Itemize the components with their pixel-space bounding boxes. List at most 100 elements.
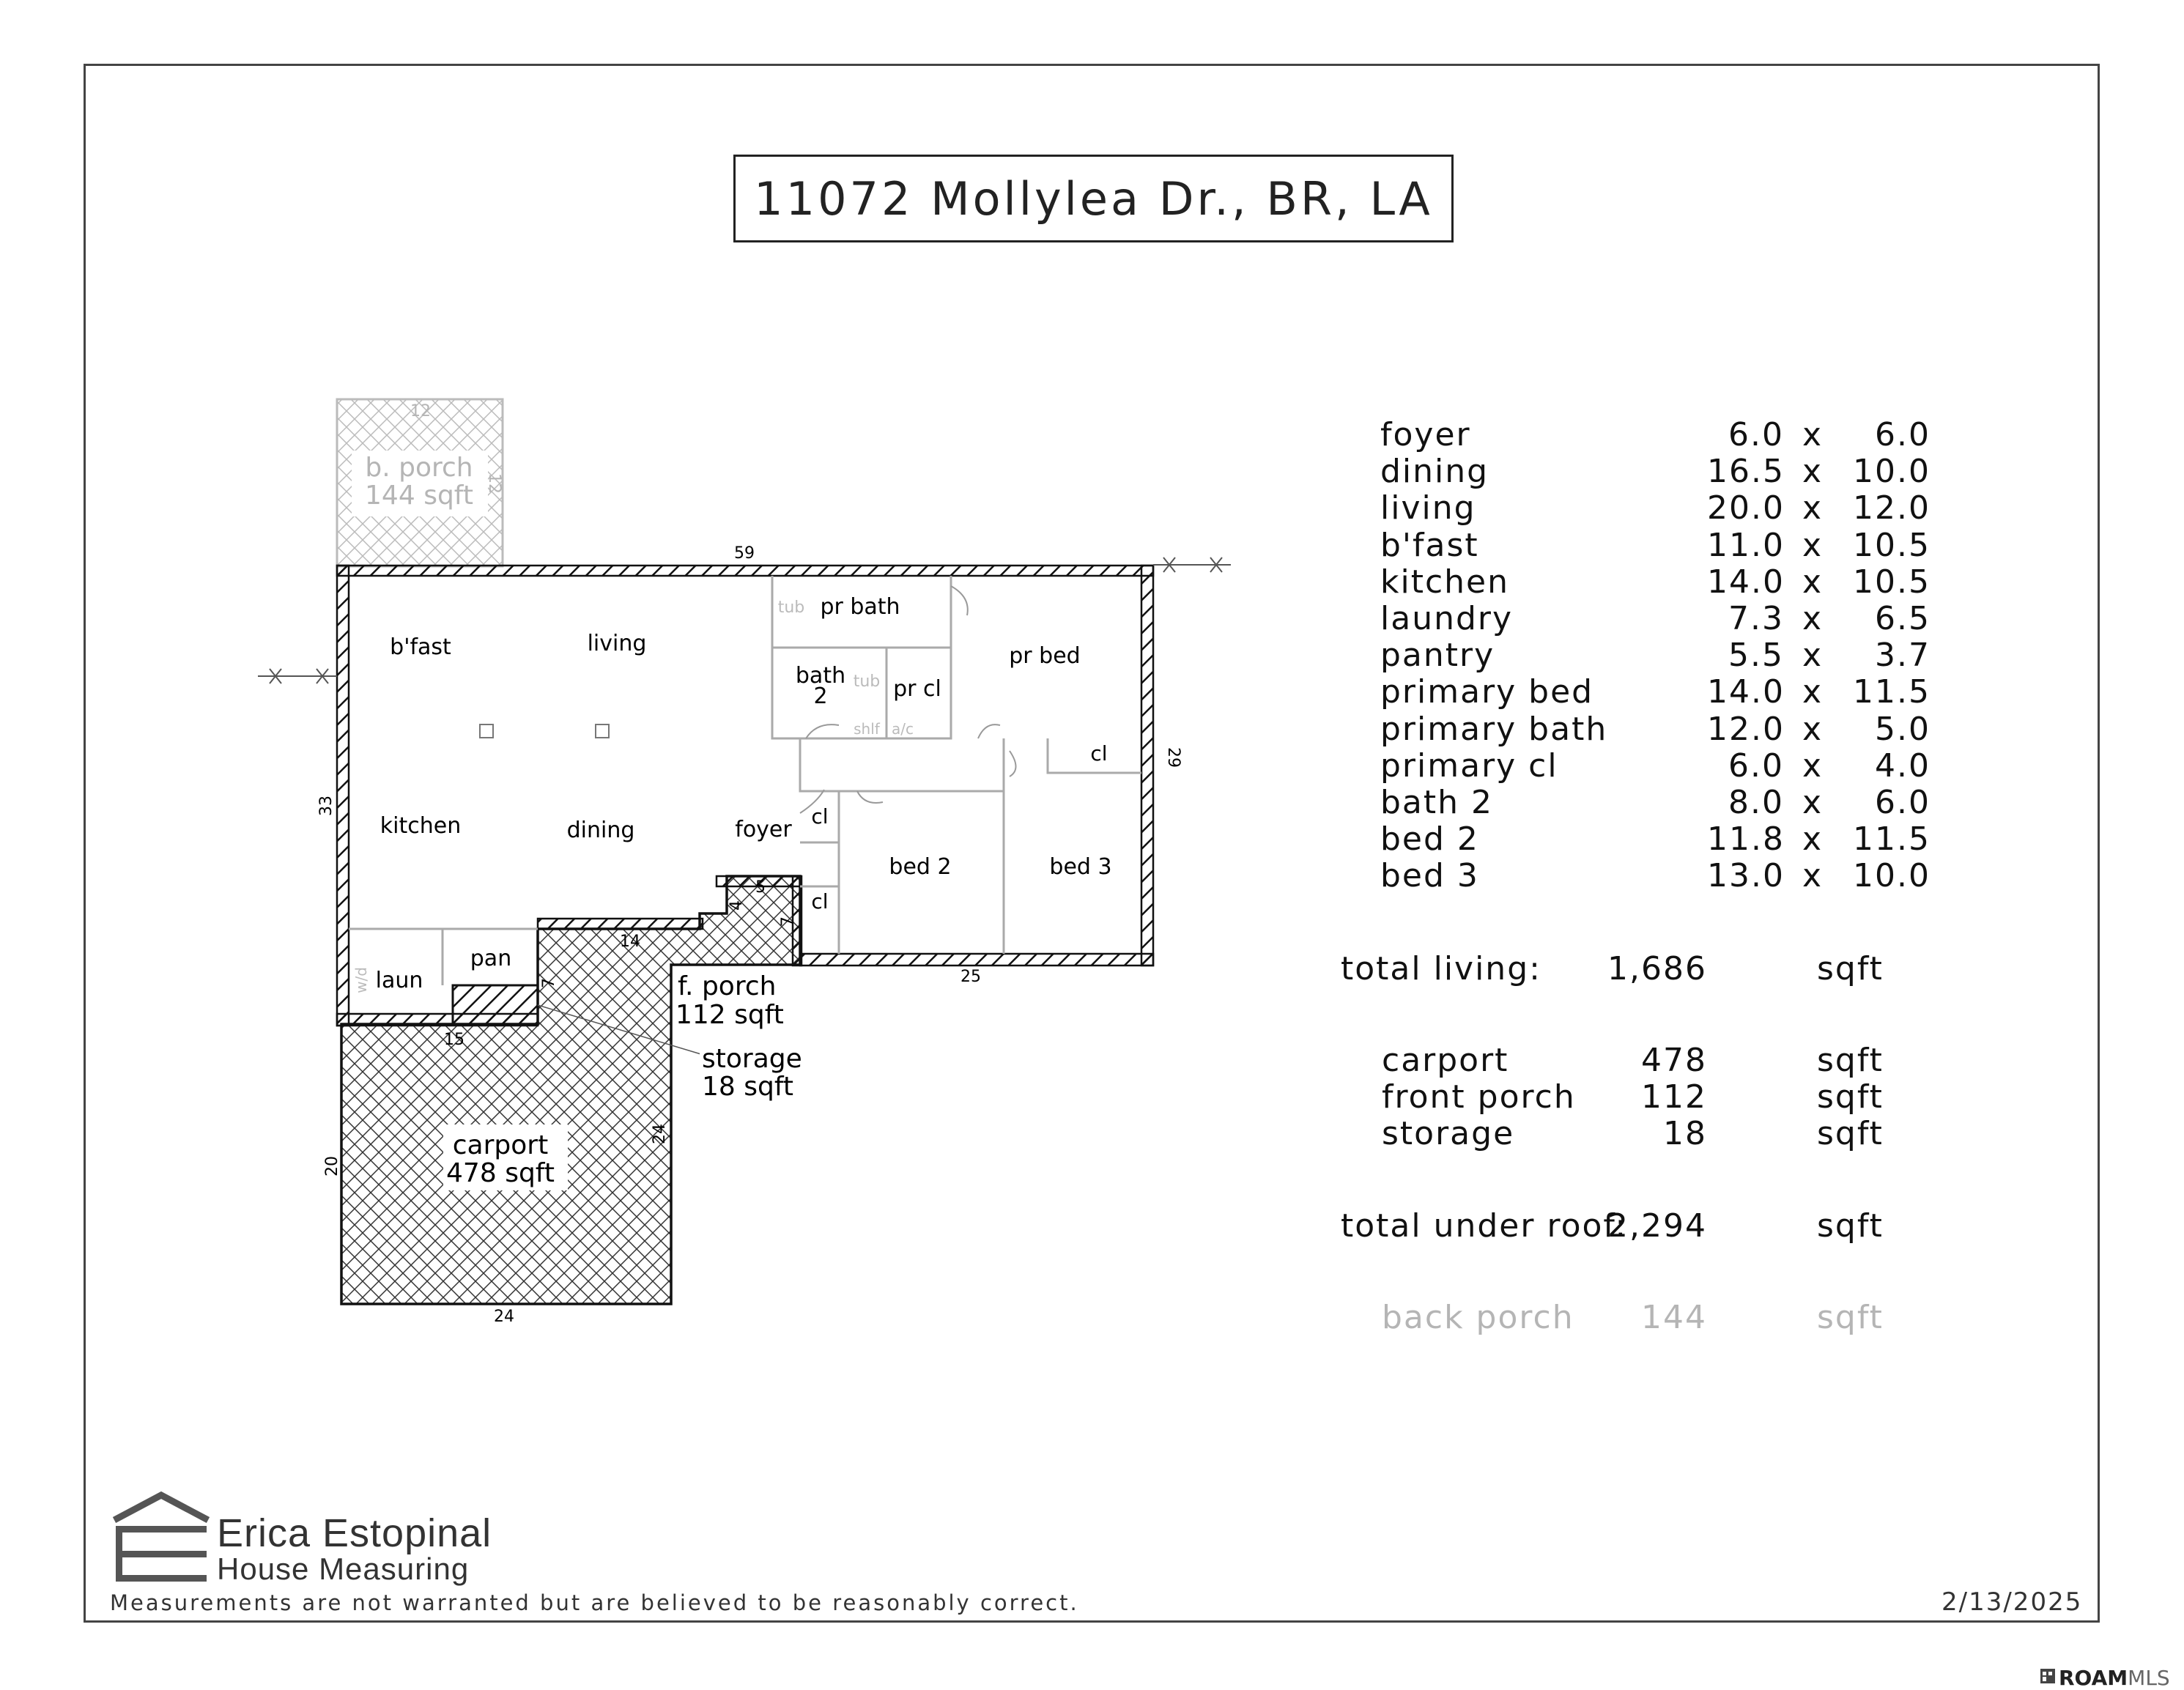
room-row-name: pantry: [1380, 637, 1495, 675]
exterior-walls: [336, 564, 1155, 1027]
dim-step-7b: 7: [540, 978, 558, 988]
roam-mls-watermark: ROAMMLS: [2059, 1666, 2170, 1690]
room-row-name: dining: [1380, 453, 1489, 491]
room-laundry: laun: [376, 968, 423, 993]
carport-name: carport: [453, 1130, 548, 1160]
room-row-length: 11.5: [1853, 673, 1931, 711]
service-lines: [258, 557, 1231, 684]
room-living: living: [588, 631, 647, 656]
room-bath2-num: 2: [813, 683, 827, 709]
fixture-shelf: shlf: [854, 720, 881, 738]
room-row-name: foyer: [1380, 416, 1471, 453]
room-row-name: bed 3: [1380, 857, 1479, 895]
room-bed2: bed 2: [889, 854, 951, 880]
extra-area-unit: sqft: [1817, 1042, 1884, 1079]
room-cl-mid: cl: [811, 804, 828, 829]
room-row-width: 20.0: [1707, 489, 1785, 527]
room-row-separator: x: [1802, 746, 1824, 785]
fixture-tub: tub: [854, 672, 881, 691]
front-porch-name: f. porch: [678, 971, 776, 1001]
room-row-separator: x: [1802, 637, 1824, 675]
room-bfast: b'fast: [390, 634, 451, 660]
total-living-value: 1,686: [1607, 950, 1707, 987]
room-row-name: primary cl: [1380, 746, 1558, 785]
dim-right: 29: [1164, 747, 1182, 768]
extra-area-value: 18: [1663, 1115, 1707, 1152]
room-row-name: bath 2: [1380, 784, 1494, 821]
extra-area-value: 478: [1641, 1042, 1707, 1079]
front-porch-area: 112 sqft: [675, 1000, 784, 1030]
front-porch: f. porch 112 sqft: [673, 968, 790, 1030]
page-title: 11072 Mollylea Dr., BR, LA: [754, 171, 1433, 226]
extra-area-name: front porch: [1382, 1078, 1576, 1116]
room-bed3: bed 3: [1049, 854, 1111, 880]
room-row-name: bed 2: [1380, 820, 1479, 859]
title-box: 11072 Mollylea Dr., BR, LA: [733, 155, 1454, 242]
room-row: bath 2 8.0 x 6.0: [1341, 784, 1929, 821]
room-pr-bed: pr bed: [1009, 643, 1080, 669]
room-row-length: 10.0: [1853, 453, 1931, 491]
disclaimer: Measurements are not warranted but are b…: [110, 1590, 1079, 1615]
total-under-roof-label: total under roof:: [1341, 1207, 1628, 1245]
room-row-length: 10.0: [1853, 857, 1931, 895]
house-logo-icon: [112, 1491, 210, 1582]
room-bath2: bath: [796, 663, 845, 689]
room-row-separator: x: [1802, 563, 1824, 601]
column: [595, 724, 610, 738]
dim-step-4: 4: [728, 900, 746, 911]
fixture-tub: tub: [778, 598, 805, 617]
room-row-length: 12.0: [1853, 489, 1931, 527]
extra-area-unit: sqft: [1817, 1115, 1884, 1152]
room-row-width: 14.0: [1707, 563, 1785, 601]
room-row-length: 6.5: [1875, 600, 1931, 637]
room-row-width: 11.0: [1707, 526, 1785, 564]
extra-area-value: 112: [1641, 1078, 1707, 1116]
interior-walls: [349, 576, 1141, 985]
fixture-washer-dryer: w/d: [352, 967, 370, 993]
room-row-width: 12.0: [1707, 710, 1785, 748]
room-row-separator: x: [1802, 526, 1824, 564]
room-row-width: 6.0: [1728, 746, 1784, 785]
storage-name: storage: [702, 1044, 802, 1074]
back-porch: b. porch 144 sqft 12 12: [336, 398, 504, 568]
room-row-separator: x: [1802, 784, 1824, 821]
room-row-width: 13.0: [1707, 857, 1785, 895]
room-foyer: foyer: [735, 817, 792, 842]
room-row-width: 6.0: [1728, 416, 1784, 453]
dimension-labels: 59 29 33 25 14 4 5 7 7 15: [317, 544, 1182, 1049]
total-under-roof-unit: sqft: [1817, 1207, 1884, 1245]
room-labels: b'fast living pr bath pr bed bath 2 pr c…: [376, 594, 1112, 993]
room-pr-bath: pr bath: [820, 594, 900, 620]
drawing-frame: [84, 64, 2100, 1623]
back-porch-name: b. porch: [365, 453, 473, 483]
room-row-separator: x: [1802, 489, 1824, 527]
back-porch-label: back porch: [1382, 1299, 1574, 1336]
room-cl-top: cl: [1090, 741, 1107, 766]
room-row-separator: x: [1802, 600, 1824, 637]
dim-laundry-15: 15: [444, 1031, 464, 1049]
company-name: Erica Estopinal: [217, 1511, 492, 1555]
room-row-width: 8.0: [1728, 784, 1784, 821]
room-row-length: 3.7: [1875, 637, 1931, 675]
room-row-length: 5.0: [1875, 710, 1931, 748]
room-row-length: 6.0: [1875, 784, 1931, 821]
door-swings: [799, 585, 1017, 814]
roam-text: ROAM: [2059, 1666, 2128, 1690]
room-row-name: b'fast: [1380, 526, 1479, 564]
column: [479, 724, 494, 738]
storage: storage 18 sqft: [451, 984, 810, 1103]
total-under-roof-value: 2,294: [1607, 1207, 1707, 1245]
room-pantry: pan: [470, 946, 511, 971]
dim-step-5: 5: [755, 878, 766, 897]
room-cl-low: cl: [811, 889, 828, 913]
room-row-width: 11.8: [1707, 820, 1785, 859]
